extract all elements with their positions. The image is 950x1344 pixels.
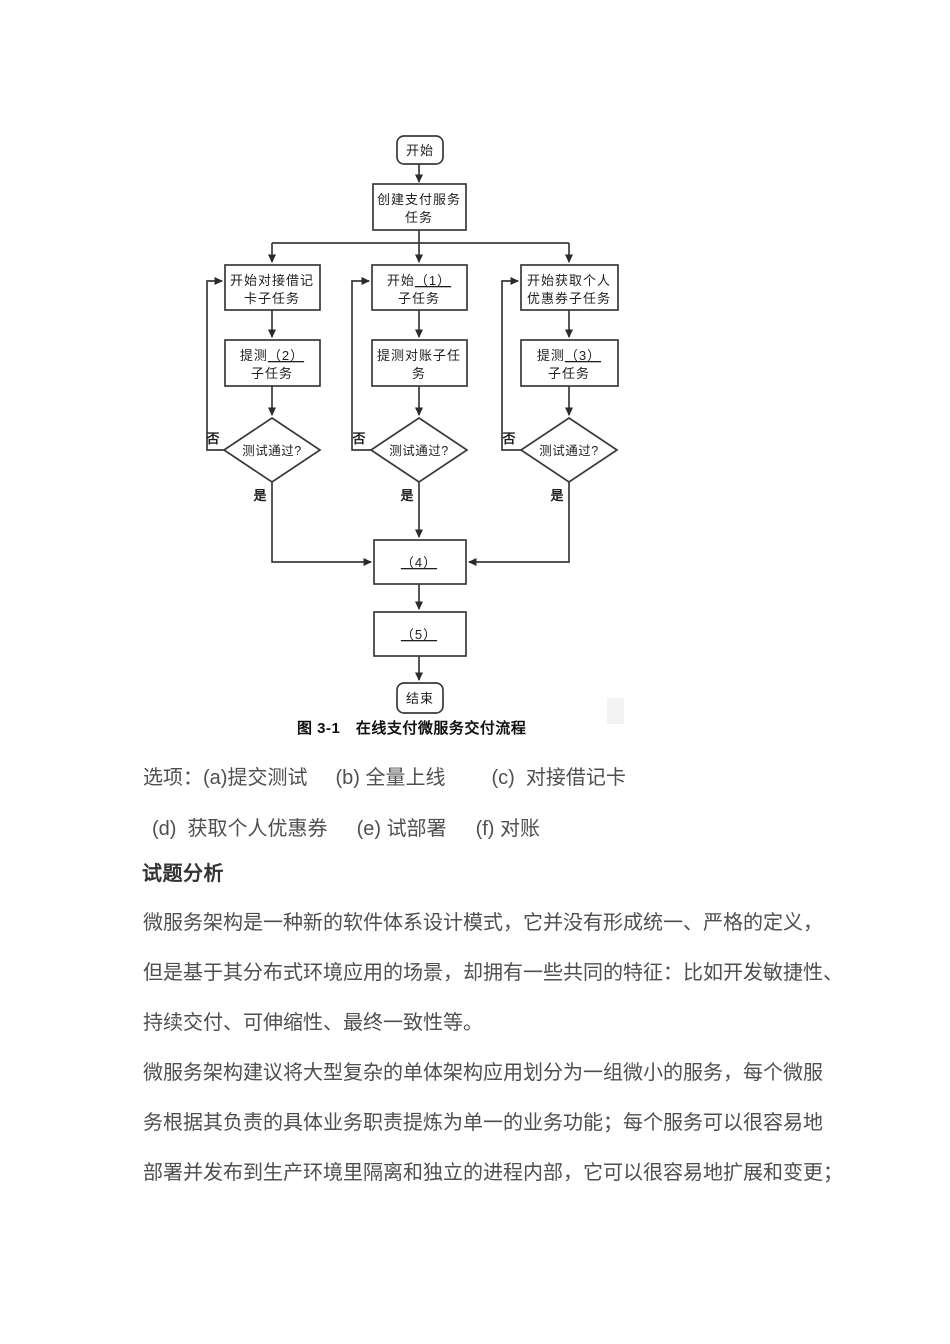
node-start	[396, 135, 444, 165]
node-debitcard-subtask	[224, 264, 321, 311]
node-create-label-2: 任务	[405, 210, 433, 225]
node-blank3-label-2: 子任务	[548, 366, 590, 381]
node-blank1-label-1: 开始（1）	[387, 273, 451, 288]
decision-label-2: 测试通过?	[389, 443, 448, 458]
analysis-line: 持续交付、可伸缩性、最终一致性等。	[143, 1012, 483, 1034]
yes-label-1: 是	[252, 488, 267, 503]
analysis-line: 但是基于其分布式环境应用的场景，却拥有一些共同的特征：比如开发敏捷性、	[143, 962, 843, 984]
edge-c1-yes-merge	[271, 482, 372, 566]
node-create-label-1: 创建支付服务	[377, 192, 461, 207]
flowchart-diagram: 开始 创建支付服务 任务 开始对接借记 卡子任务 开始（1） 子任务 开始获取个…	[205, 135, 624, 724]
blank3-underline: （3）	[565, 348, 601, 363]
edge-c1-loop-no	[206, 277, 224, 451]
no-label-3: 否	[501, 431, 515, 446]
analysis-heading: 试题分析	[142, 863, 224, 885]
node-blank4	[373, 539, 467, 585]
decision-label-3: 测试通过?	[539, 443, 598, 458]
node-blank5	[373, 611, 467, 657]
blank3-prefix: 提测	[537, 348, 565, 363]
no-label-2: 否	[351, 431, 365, 446]
decision-test-passed-2	[369, 416, 469, 484]
node-blank1-label-2: 子任务	[398, 291, 440, 306]
option-f: (f) 对账	[475, 818, 540, 840]
analysis-line: 微服务架构是一种新的软件体系设计模式，它并没有形成统一、严格的定义，	[143, 912, 823, 934]
figure-caption: 图 3-1 在线支付微服务交付流程	[297, 720, 527, 737]
analysis-paragraphs: 微服务架构是一种新的软件体系设计模式，它并没有形成统一、严格的定义， 但是基于其…	[143, 898, 843, 1198]
option-e: (e) 试部署	[356, 818, 447, 840]
node-reconcile-subtask	[371, 339, 468, 387]
analysis-line: 部署并发布到生产环境里隔离和独立的进程内部，它可以很容易地扩展和变更；	[143, 1162, 843, 1184]
node-blank2-label-2: 子任务	[251, 366, 293, 381]
node-end	[396, 682, 444, 714]
analysis-line: 微服务架构建议将大型复杂的单体架构应用划分为一组微小的服务，每个微服	[143, 1062, 823, 1084]
node-reconcile-label-2: 务	[412, 366, 426, 381]
watermark-blob	[607, 698, 624, 724]
options-row-2: (d) 获取个人优惠券 (e) 试部署 (f) 对账	[152, 812, 540, 841]
node-blank5-label: （5）	[401, 627, 437, 642]
node-submit-blank2	[224, 339, 321, 387]
blank4-underline: （4）	[401, 555, 437, 570]
blank2-prefix: 提测	[240, 348, 268, 363]
blank2-underline: （2）	[268, 348, 304, 363]
node-start-label: 开始	[406, 143, 434, 158]
node-debitcard-label-2: 卡子任务	[244, 291, 300, 306]
node-debitcard-label-1: 开始对接借记	[230, 273, 314, 288]
node-coupon-label-1: 开始获取个人	[527, 273, 611, 288]
yes-label-2: 是	[399, 488, 414, 503]
option-c: (c) 对接借记卡	[491, 767, 626, 789]
decision-test-passed-3	[519, 416, 619, 484]
edge-c3-yes-merge	[468, 482, 570, 566]
option-b: (b) 全量上线	[335, 767, 446, 789]
node-blank4-label: （4）	[401, 555, 437, 570]
no-label-1: 否	[205, 431, 219, 446]
node-blank3-label-1: 提测（3）	[537, 348, 601, 363]
node-end-label: 结束	[406, 691, 434, 706]
node-create-task	[372, 183, 467, 231]
node-reconcile-label-1: 提测对账子任	[377, 348, 461, 363]
node-submit-blank3	[520, 339, 619, 387]
node-coupon-label-2: 优惠券子任务	[527, 291, 611, 306]
edge-c3-loop-no	[501, 277, 521, 451]
option-d: (d) 获取个人优惠券	[152, 818, 328, 840]
flow-connectors	[206, 164, 573, 681]
decision-label-1: 测试通过?	[242, 443, 301, 458]
decision-test-passed-1	[222, 416, 322, 484]
node-blank2-label-1: 提测（2）	[240, 348, 304, 363]
options-row-1: 选项：(a)提交测试 (b) 全量上线 (c) 对接借记卡	[143, 761, 626, 790]
blank1-underline: （1）	[415, 273, 451, 288]
yes-label-3: 是	[549, 488, 564, 503]
blank1-prefix: 开始	[387, 273, 415, 288]
analysis-line: 务根据其负责的具体业务职责提炼为单一的业务功能；每个服务可以很容易地	[143, 1112, 823, 1134]
blank5-underline: （5）	[401, 627, 437, 642]
edge-c2-loop-no	[351, 277, 371, 451]
node-coupon-subtask	[520, 264, 619, 311]
node-start-blank1-subtask	[371, 264, 468, 311]
option-a: 选项：(a)提交测试	[143, 767, 308, 789]
